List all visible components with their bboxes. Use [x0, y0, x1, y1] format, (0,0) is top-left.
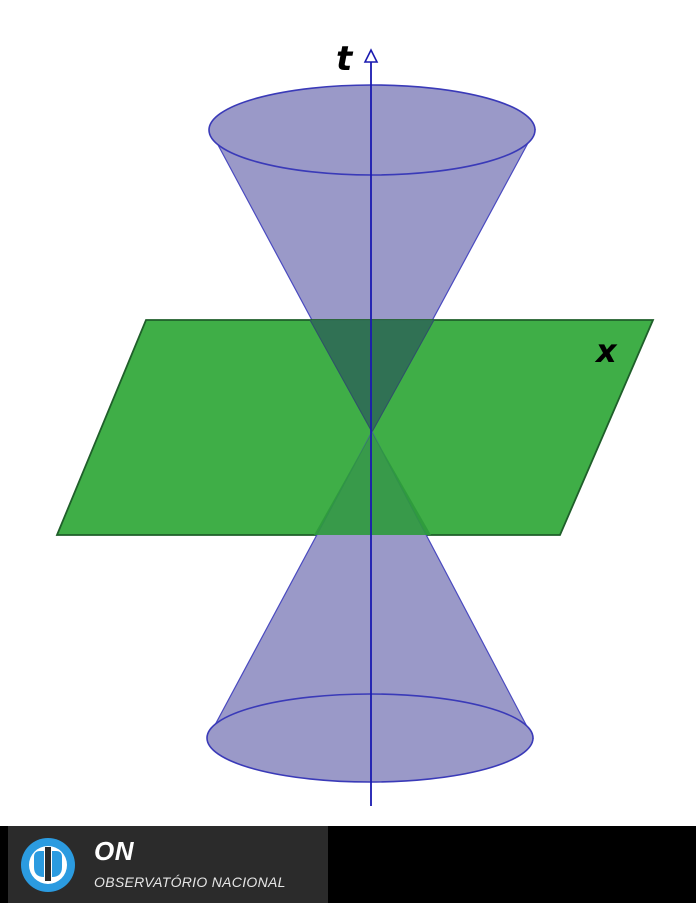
diagram-canvas: t x	[0, 0, 696, 826]
video-footer-bar: ON OBSERVATÓRIO NACIONAL	[0, 826, 696, 903]
time-axis-label: t	[336, 39, 354, 79]
brand-subtitle: OBSERVATÓRIO NACIONAL	[94, 874, 322, 890]
past-cone-bottom-ellipse	[207, 694, 533, 782]
space-axis-label: x	[594, 332, 618, 370]
brand-title: ON	[94, 836, 134, 867]
time-axis-arrow-icon	[365, 50, 377, 62]
observatorio-nacional-logo-icon	[20, 837, 76, 893]
future-cone-top-ellipse	[209, 85, 535, 175]
